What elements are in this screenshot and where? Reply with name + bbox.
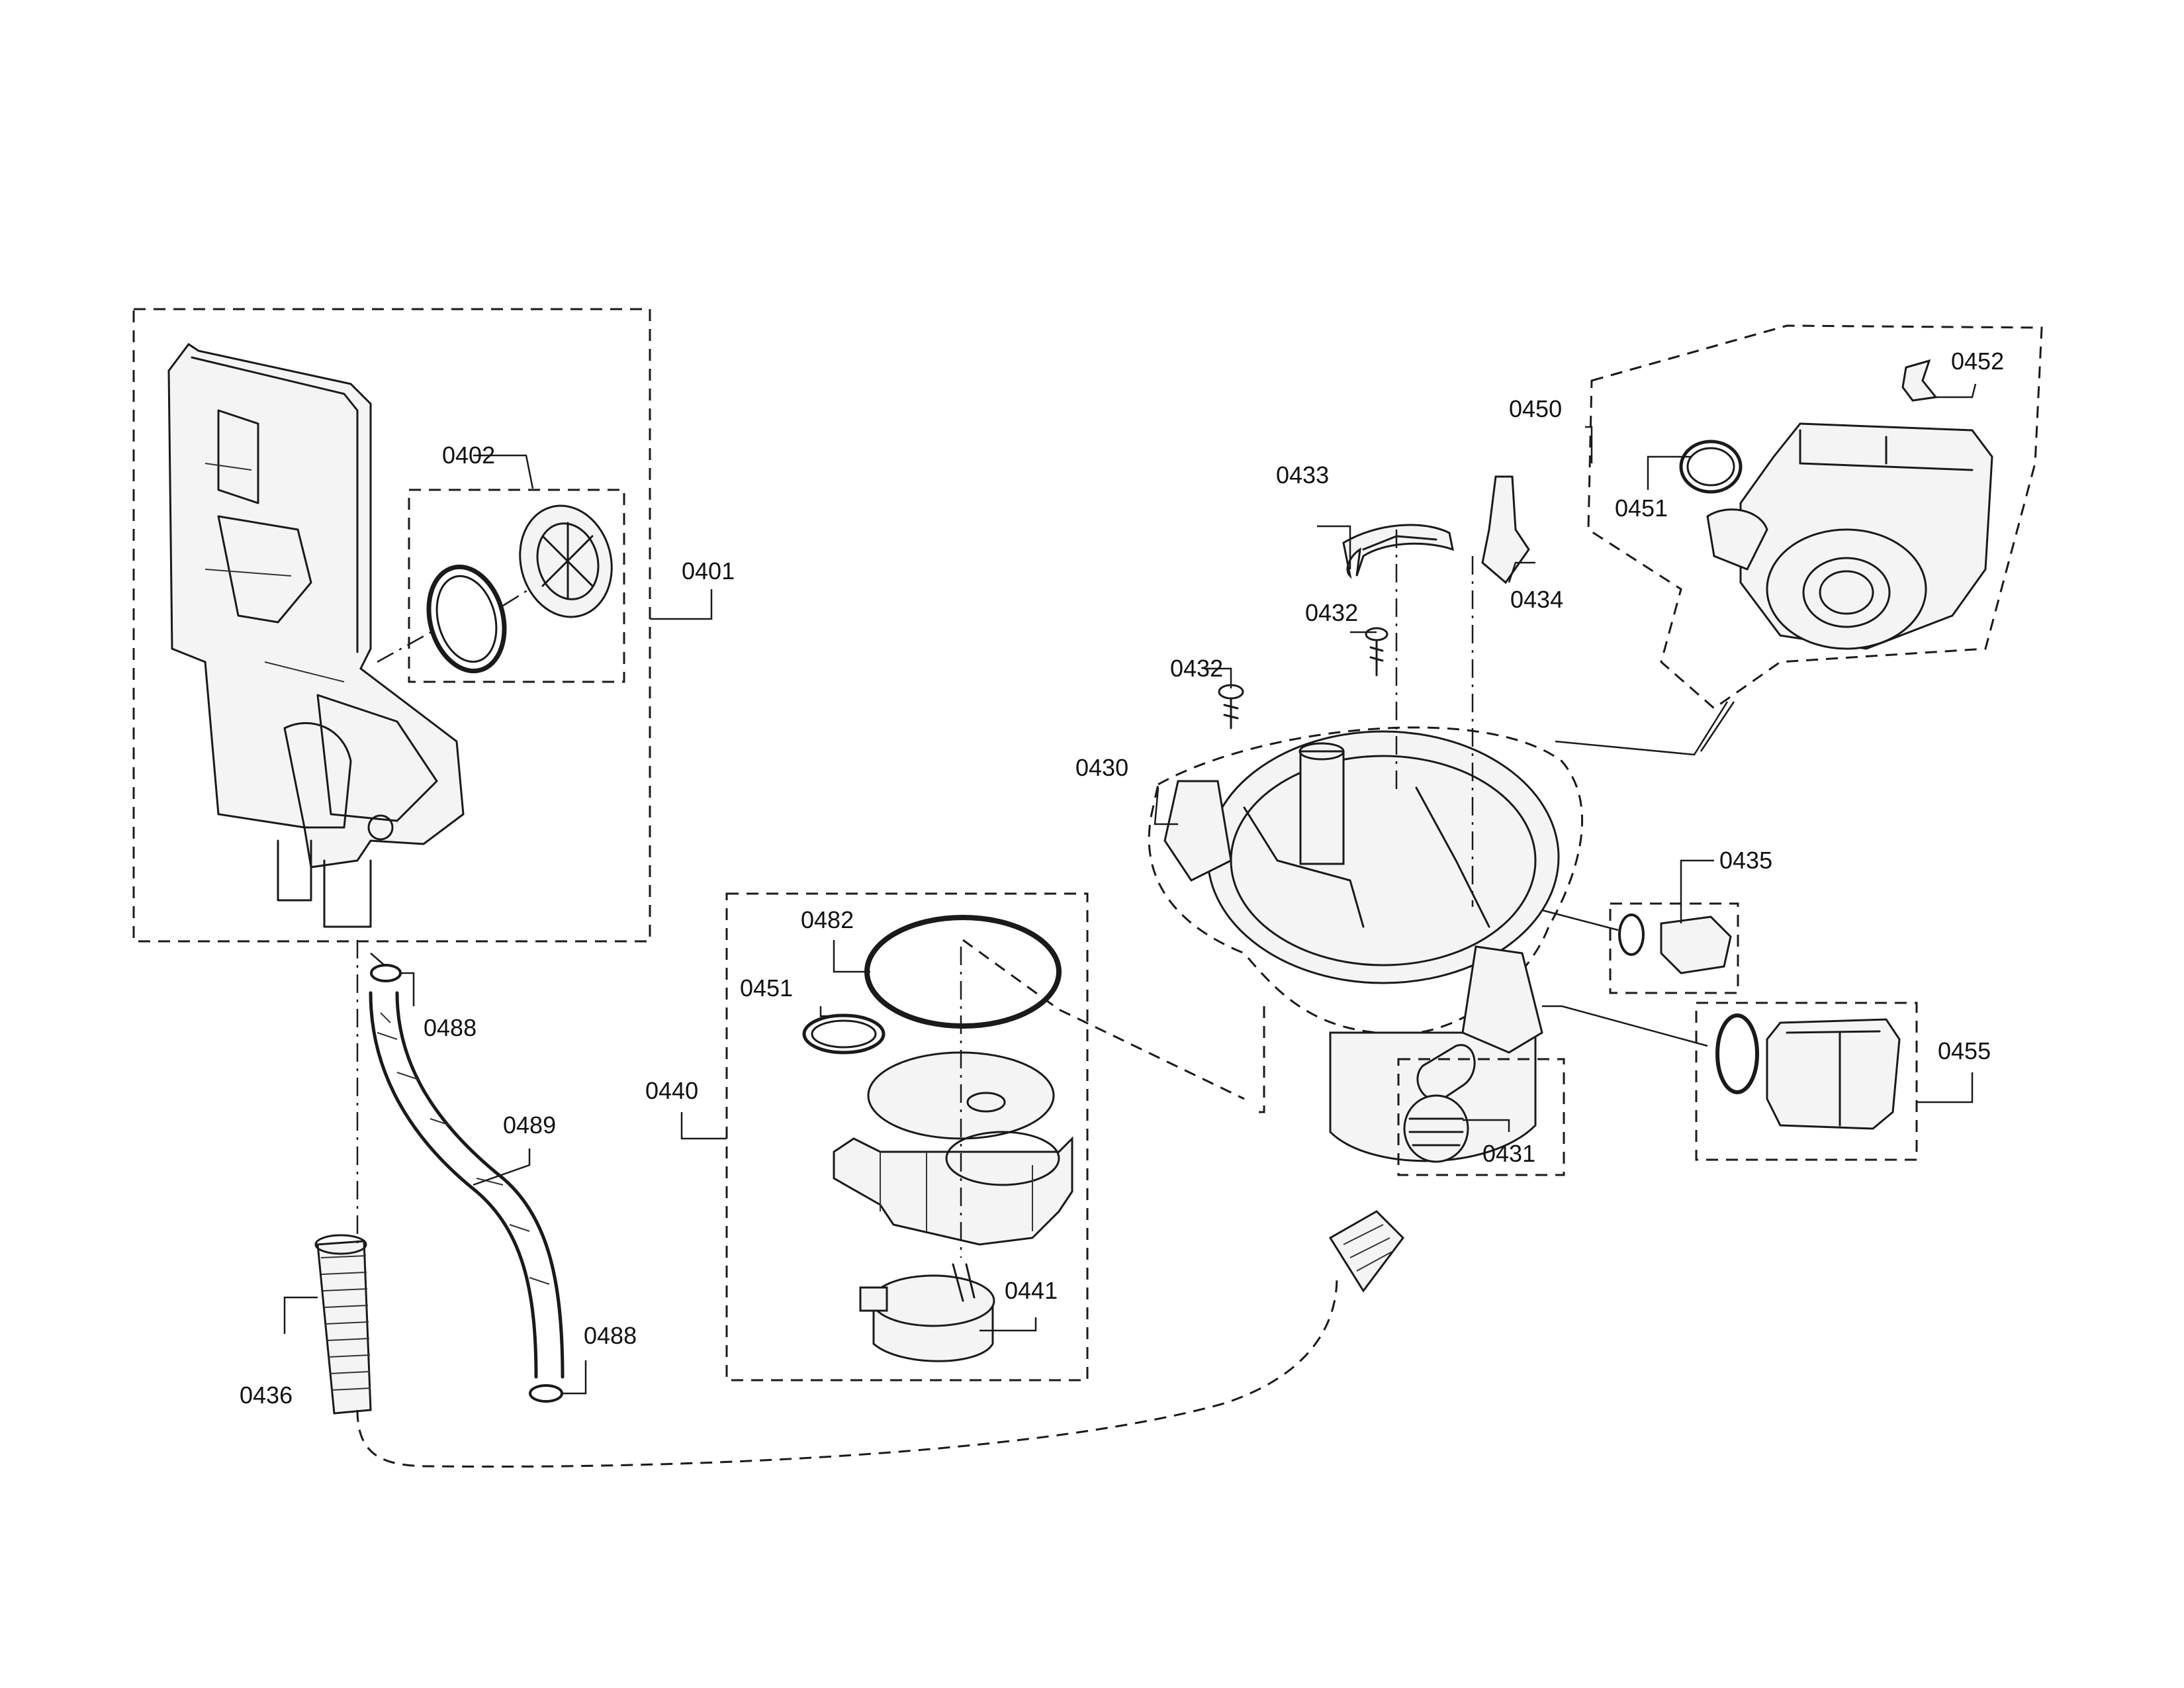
- part-0488-clamp-bottom: [529, 1384, 563, 1403]
- group-box-0402: [408, 489, 625, 683]
- callout-0488-top: 0488: [424, 1014, 477, 1041]
- callout-0402: 0402: [442, 442, 495, 469]
- callout-0482: 0482: [801, 906, 854, 933]
- part-0432-screw-left: [1218, 684, 1244, 729]
- callout-0489: 0489: [503, 1111, 556, 1139]
- group-box-0455: [1695, 1002, 1918, 1161]
- assembly-group-0455: [1542, 1002, 1918, 1161]
- part-0430-sump: [1163, 730, 1560, 1162]
- callout-leaders: [283, 383, 1977, 1395]
- part-0441-motor: [859, 1263, 995, 1362]
- callout-0436: 0436: [240, 1382, 293, 1409]
- callout-0432-left: 0432: [1170, 655, 1223, 682]
- part-0401-water-tank: [167, 342, 465, 928]
- callout-0440: 0440: [645, 1077, 698, 1104]
- group-box-0401: [132, 308, 651, 943]
- part-0402-cap: [519, 504, 613, 618]
- part-0452-clip: [1901, 359, 1938, 402]
- group-box-0435: [1609, 902, 1739, 994]
- part-0440-sump-cover: [833, 947, 1073, 1258]
- callout-0433: 0433: [1276, 461, 1329, 489]
- callout-0435: 0435: [1719, 847, 1772, 874]
- callout-0450: 0450: [1509, 395, 1562, 422]
- part-0451-clamp-center: [802, 1013, 886, 1055]
- callout-0455: 0455: [1938, 1037, 1991, 1064]
- group-box-0440: [725, 892, 1089, 1382]
- part-0433-clip: [1342, 524, 1454, 794]
- part-0482-seal-ring: [864, 915, 1062, 1029]
- part-0435-o-ring: [1618, 914, 1645, 956]
- part-0402-seal-ring: [426, 564, 507, 674]
- part-0432-screw-right: [1365, 627, 1388, 677]
- part-0488-clamp-top: [370, 964, 402, 982]
- callout-labels: 0401 0402 0430 0431 0432 0432 0433 0434 …: [240, 348, 2004, 1409]
- part-0434-bracket: [1471, 475, 1530, 907]
- callout-0434: 0434: [1510, 586, 1563, 613]
- callout-0441: 0441: [1005, 1277, 1058, 1304]
- part-0436-drain-elbow: [1328, 1210, 1404, 1293]
- part-0436-corrugated-hose: [314, 1234, 372, 1415]
- part-0455-heater-module: [1766, 1018, 1901, 1130]
- hose-route-line: [356, 1277, 1338, 1468]
- group-box-0431: [1397, 1058, 1565, 1176]
- callout-0488-bottom: 0488: [584, 1322, 637, 1349]
- part-0489-hose: [369, 991, 565, 1379]
- assembly-group-0450: [1555, 324, 2043, 756]
- assembly-group-0435: [1541, 902, 1739, 994]
- callout-0401: 0401: [682, 557, 735, 585]
- callout-0452: 0452: [1951, 348, 2004, 375]
- part-0435-sensor: [1660, 915, 1732, 974]
- callout-0432-right: 0432: [1305, 599, 1358, 626]
- callout-0451-center: 0451: [740, 974, 793, 1002]
- callout-0430: 0430: [1075, 754, 1128, 781]
- part-0450-pump-heater: [1706, 422, 1993, 650]
- callout-0451-right: 0451: [1615, 494, 1668, 522]
- assembly-group-0430: [1148, 475, 1584, 1293]
- callout-0431: 0431: [1482, 1140, 1535, 1167]
- part-0431-check-valve: [1397, 1058, 1565, 1176]
- assembly-group-0401: [132, 308, 651, 943]
- assembly-group-0440: [725, 892, 1265, 1382]
- group-outline-0450: [1587, 324, 2043, 710]
- part-0451-clamp-right: [1679, 440, 1743, 494]
- part-0455-o-ring: [1715, 1013, 1759, 1094]
